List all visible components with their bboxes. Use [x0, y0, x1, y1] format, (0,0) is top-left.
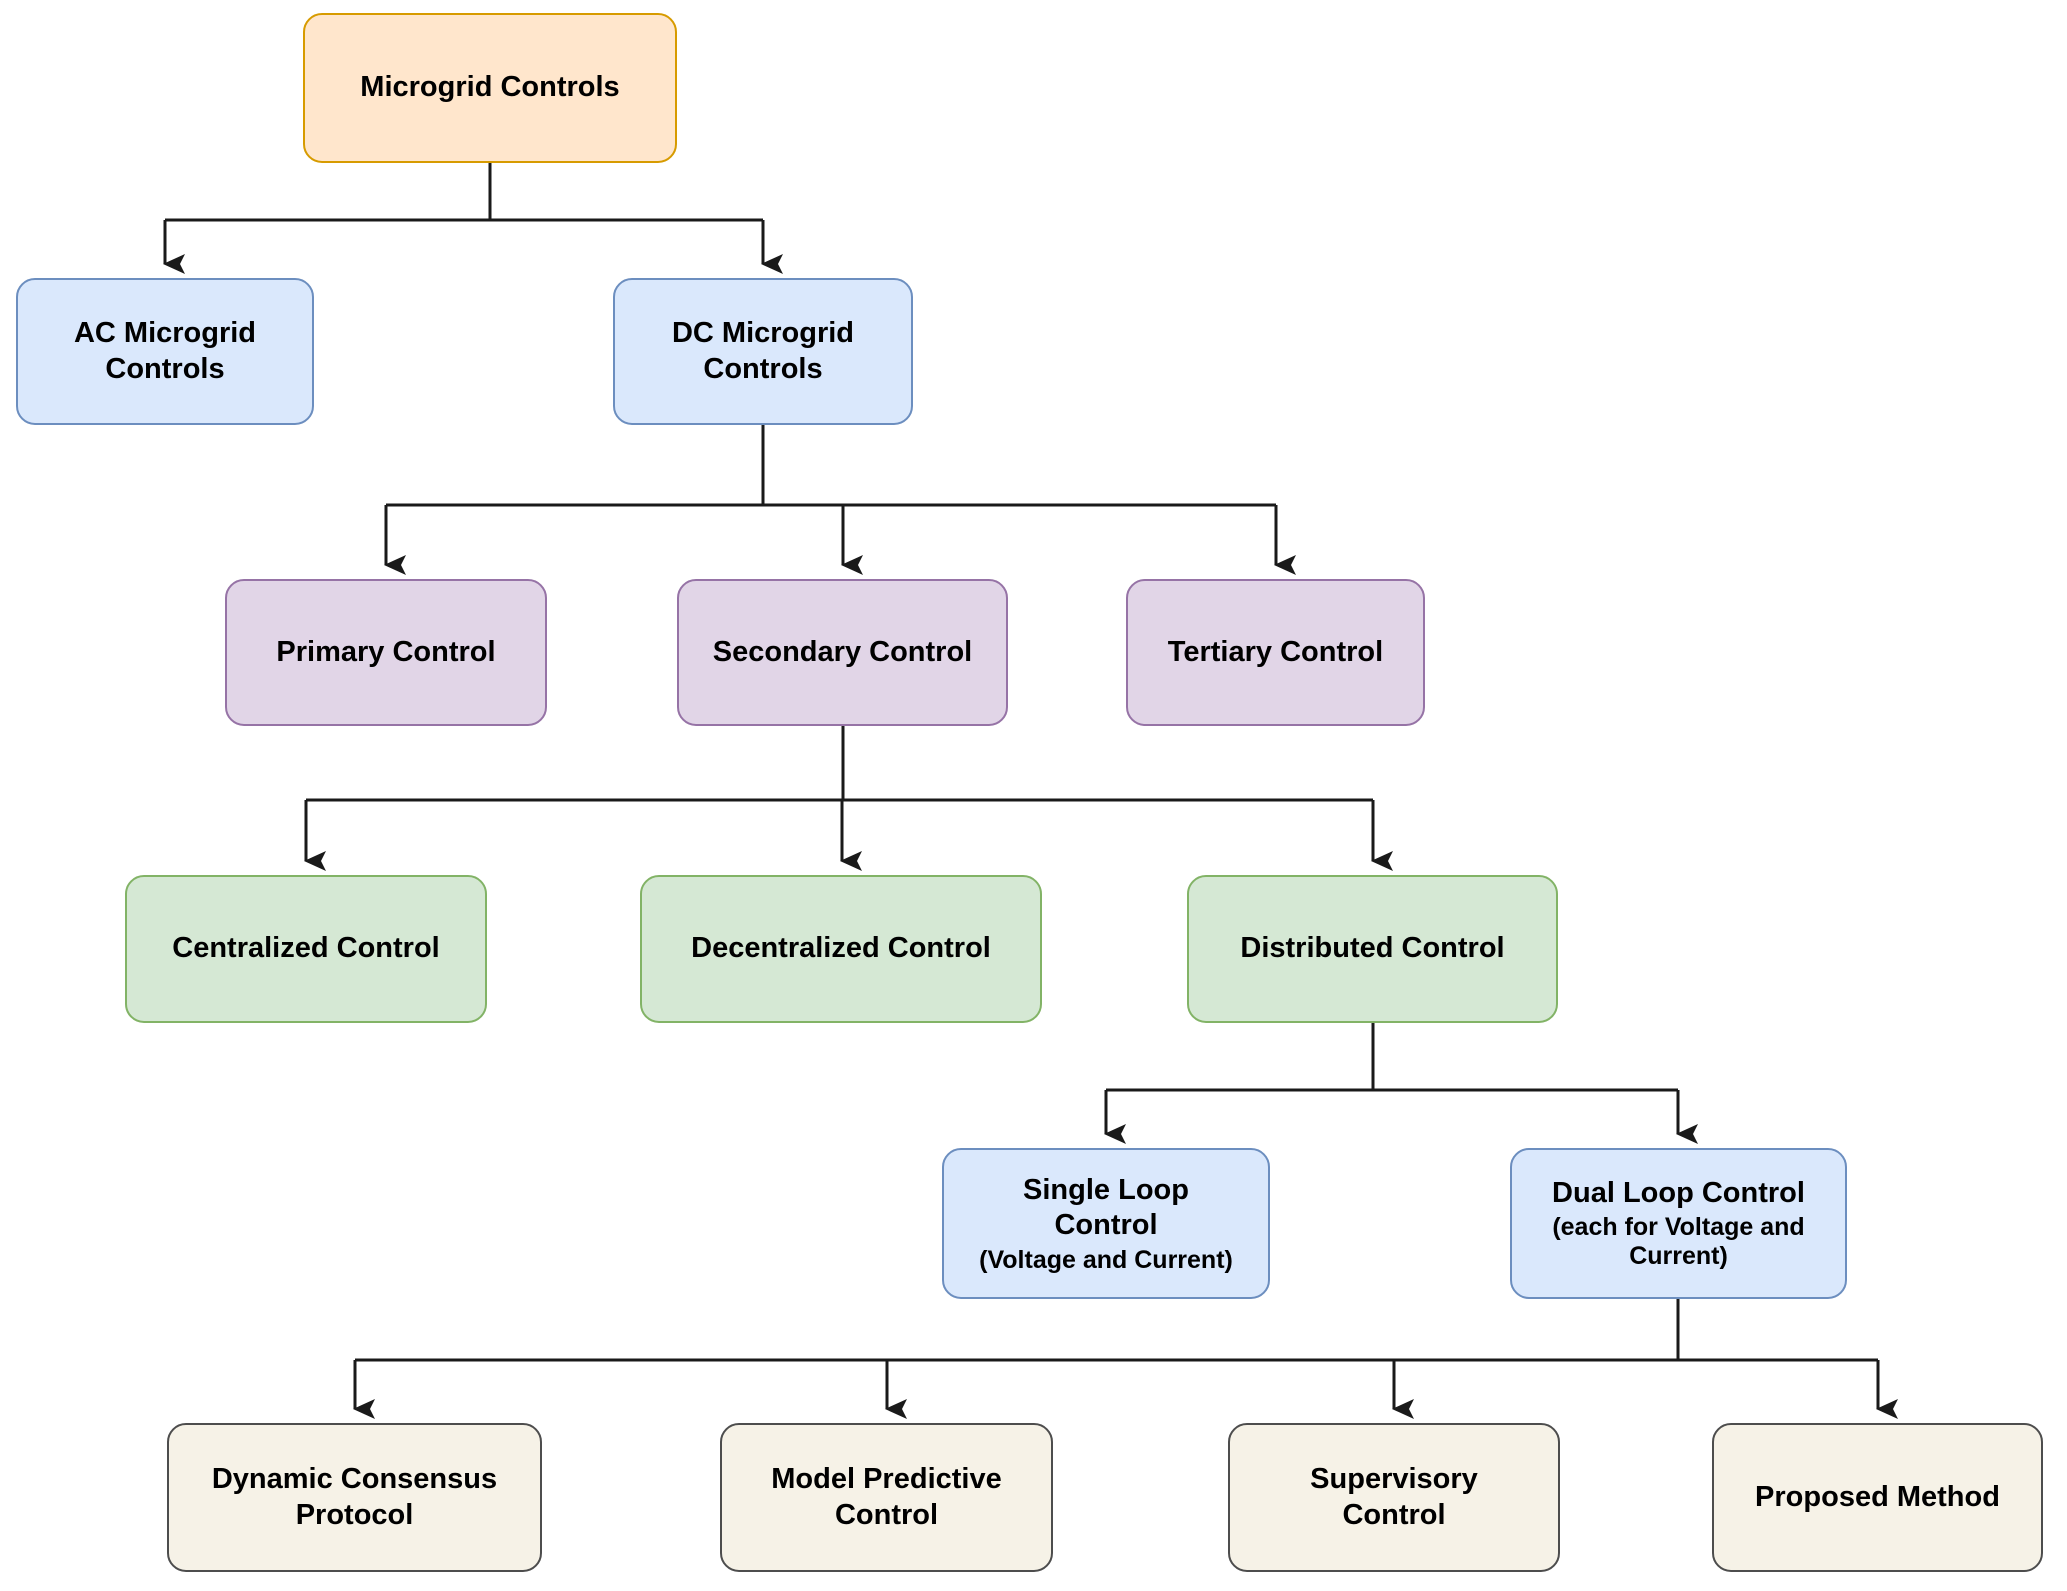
node-label: Decentralized Control	[691, 932, 991, 965]
node-ac-microgrid-controls: AC Microgrid Controls	[16, 278, 314, 425]
node-label: Model Predictive Control	[771, 1463, 1002, 1531]
node-dual-loop-control: Dual Loop Control (each for Voltage and …	[1510, 1148, 1847, 1299]
edge-group-distributed	[1104, 1023, 1698, 1144]
node-centralized-control: Centralized Control	[125, 875, 487, 1023]
node-dc-microgrid-controls: DC Microgrid Controls	[613, 278, 913, 425]
node-label: Primary Control	[276, 635, 496, 668]
node-dynamic-consensus-protocol: Dynamic Consensus Protocol	[167, 1423, 542, 1572]
node-secondary-control: Secondary Control	[677, 579, 1008, 726]
node-proposed-method: Proposed Method	[1712, 1423, 2043, 1572]
edge-group-dc	[384, 425, 1296, 575]
node-label: Secondary Control	[712, 635, 973, 668]
edge-group-dual-loop	[353, 1299, 1898, 1419]
node-microgrid-controls: Microgrid Controls	[303, 13, 677, 163]
edge-group-secondary	[304, 726, 1393, 871]
edge-group-microgrid	[163, 163, 783, 274]
node-model-predictive-control: Model Predictive Control	[720, 1423, 1053, 1572]
node-label: DC Microgrid Controls	[671, 317, 855, 385]
node-supervisory-control: Supervisory Control	[1228, 1423, 1560, 1572]
node-label: Dual Loop Control	[1552, 1177, 1805, 1210]
node-label: Distributed Control	[1240, 932, 1505, 965]
node-label: Tertiary Control	[1167, 635, 1384, 668]
node-label: Single Loop Control	[1023, 1173, 1189, 1242]
node-label: AC Microgrid Controls	[73, 317, 257, 385]
node-label: Supervisory Control	[1310, 1463, 1478, 1531]
node-sublabel: (each for Voltage and Current)	[1552, 1213, 1805, 1271]
node-label: Centralized Control	[172, 932, 440, 965]
node-tertiary-control: Tertiary Control	[1126, 579, 1425, 726]
node-single-loop-control: Single Loop Control (Voltage and Current…	[942, 1148, 1270, 1299]
node-primary-control: Primary Control	[225, 579, 547, 726]
node-distributed-control: Distributed Control	[1187, 875, 1558, 1023]
node-label: Proposed Method	[1755, 1480, 2000, 1513]
node-label: Dynamic Consensus Protocol	[211, 1463, 498, 1531]
node-label: Microgrid Controls	[360, 71, 620, 104]
node-sublabel: (Voltage and Current)	[979, 1245, 1233, 1274]
node-decentralized-control: Decentralized Control	[640, 875, 1042, 1023]
